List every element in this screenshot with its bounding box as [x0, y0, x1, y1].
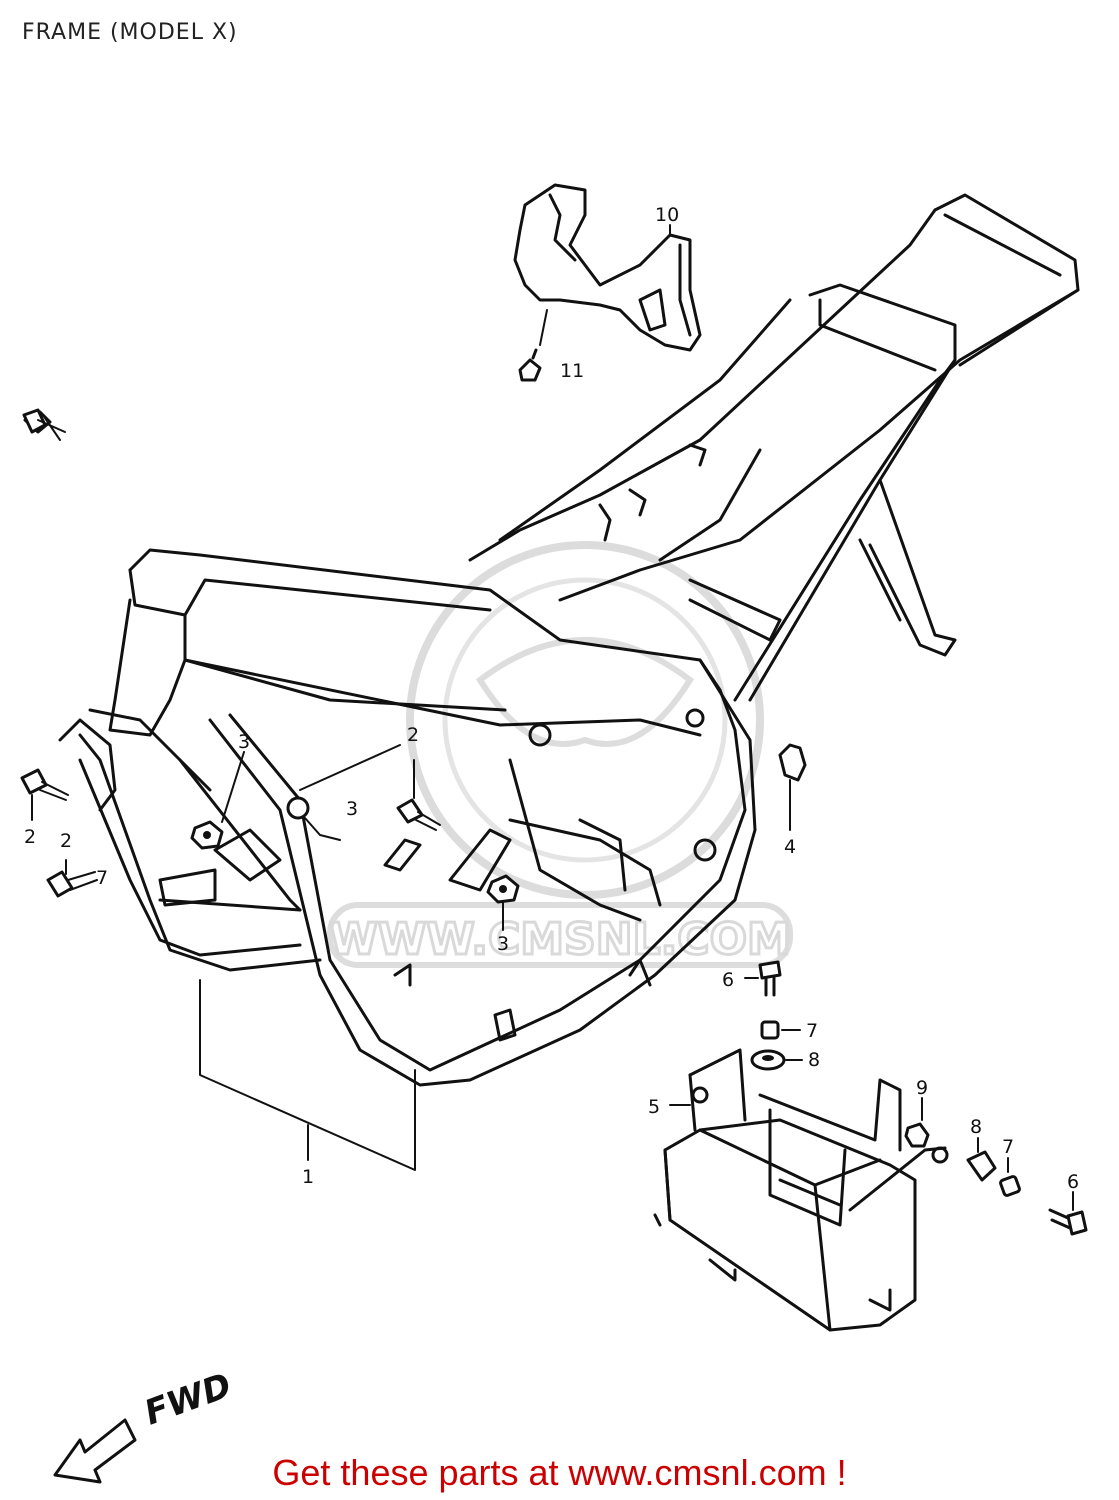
- bolt-2-left-top: 2: [20, 408, 69, 848]
- callout-6b: 6: [1067, 1171, 1079, 1193]
- grommet-8-top: 8: [750, 1049, 820, 1071]
- callout-11: 11: [560, 360, 584, 382]
- collar-7-right: 7: [999, 1136, 1021, 1197]
- cap-4: 4: [778, 743, 807, 858]
- callout-3c: 3: [497, 933, 509, 955]
- leader-1: 1: [199, 979, 416, 1188]
- main-frame: [58, 193, 1080, 1087]
- callout-3a: 3: [238, 731, 250, 753]
- callout-2c: 2: [407, 724, 419, 746]
- footer-link[interactable]: Get these parts at www.cmsnl.com !: [272, 1452, 847, 1493]
- grommet-8-right: 8: [966, 1116, 997, 1182]
- callout-2a: 2: [24, 826, 36, 848]
- nut-3-lower: 3: [486, 874, 520, 955]
- callout-2b: 2: [60, 830, 72, 852]
- callout-4: 4: [784, 836, 796, 858]
- callout-8a: 8: [808, 1049, 820, 1071]
- rear-bracket: 10: [513, 183, 702, 352]
- bolt-2-center: 2: [299, 724, 441, 831]
- nut-9: 9: [904, 1077, 930, 1148]
- nut-3-mid: 3: [286, 796, 358, 841]
- collar-7-top: 7: [760, 1020, 818, 1042]
- watermark: WWW.CMSNL.COM: [327, 541, 793, 968]
- bolt-2-left-bottom: 2: [46, 830, 98, 898]
- watermark-text: WWW.CMSNL.COM: [329, 914, 791, 965]
- bolt-7-left: 7: [96, 867, 108, 889]
- nut-3-left: 3: [190, 731, 250, 850]
- page-title: FRAME (MODEL X): [22, 20, 238, 45]
- callout-5: 5: [648, 1096, 660, 1118]
- callout-7c: 7: [1002, 1136, 1014, 1158]
- callout-3b: 3: [346, 798, 358, 820]
- callout-7a: 7: [96, 867, 108, 889]
- callout-7b: 7: [806, 1020, 818, 1042]
- callout-6a: 6: [722, 969, 734, 991]
- callout-10: 10: [655, 204, 679, 226]
- bolt-6-top: 6: [722, 960, 782, 997]
- battery-box: 5: [648, 1048, 949, 1332]
- callout-8b: 8: [970, 1116, 982, 1138]
- bolt-6-right: 6: [1048, 1171, 1088, 1236]
- callout-1: 1: [302, 1166, 314, 1188]
- fwd-label: FWD: [139, 1365, 236, 1433]
- screw-11: 11: [518, 348, 584, 382]
- callout-9: 9: [916, 1077, 928, 1099]
